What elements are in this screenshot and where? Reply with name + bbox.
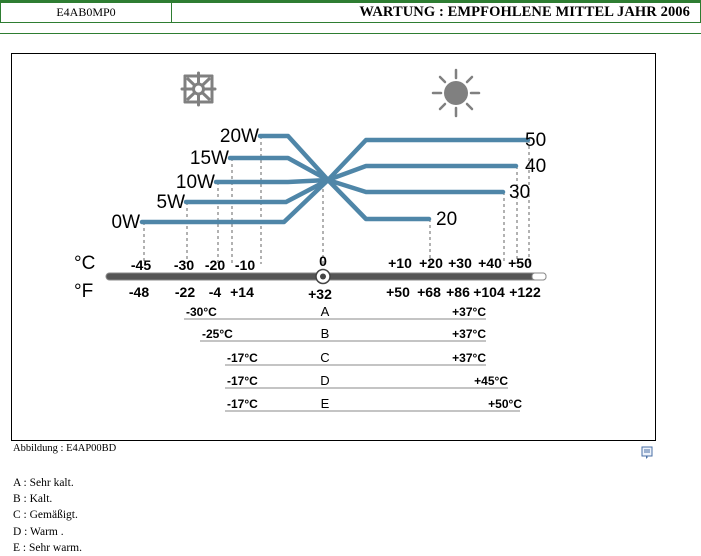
grade-10w: 10W <box>176 172 215 193</box>
climate-a-max: +37°C <box>452 305 486 319</box>
climate-b-letter: B <box>321 326 330 341</box>
celsius-tick: +50 <box>508 255 532 271</box>
celsius-tick: -10 <box>235 257 255 273</box>
fahrenheit-tick: +50 <box>386 284 410 300</box>
grade-30: 30 <box>509 182 530 203</box>
grade-50: 50 <box>525 130 546 151</box>
fahrenheit-tick: -4 <box>209 284 222 300</box>
grade-40: 40 <box>525 156 546 177</box>
fahrenheit-unit: °F <box>74 281 93 302</box>
climate-b-max: +37°C <box>452 327 486 341</box>
fahrenheit-tick: +86 <box>446 284 470 300</box>
climate-e-letter: E <box>321 396 330 411</box>
legend-item: B : Kalt. <box>13 493 53 506</box>
legend-item: A : Sehr kalt. <box>13 477 74 489</box>
grade-5w: 5W <box>157 192 186 213</box>
climate-d-min: -17°C <box>227 374 258 388</box>
grade-20: 20 <box>436 209 457 230</box>
print-icon[interactable] <box>640 446 654 460</box>
celsius-tick: -45 <box>131 257 151 273</box>
fahrenheit-tick: +68 <box>417 284 441 300</box>
legend-item: D : Warm . <box>13 525 64 538</box>
celsius-tick: +20 <box>419 255 443 271</box>
fahrenheit-tick: -48 <box>129 284 149 300</box>
celsius-tick: +40 <box>478 255 502 271</box>
grade-20w: 20W <box>220 126 259 147</box>
climate-b-min: -25°C <box>202 327 233 341</box>
climate-e-max: +50°C <box>488 397 522 411</box>
header-table: E4AB0MP0 WARTUNG : EMPFOHLENE MITTEL JAH… <box>0 2 701 23</box>
climate-range-lines <box>184 318 520 412</box>
fahrenheit-tick: +104 <box>473 284 505 300</box>
climate-a-letter: A <box>321 304 330 319</box>
celsius-tick: 0 <box>319 253 327 269</box>
page-title: WARTUNG : EMPFOHLENE MITTEL JAHR 2006 <box>171 2 701 23</box>
celsius-tick: -30 <box>174 257 194 273</box>
fahrenheit-tick: +32 <box>308 286 332 302</box>
document-code: E4AB0MP0 <box>0 2 172 23</box>
sun-icon <box>431 68 481 118</box>
grade-15w: 15W <box>190 148 229 169</box>
climate-d-letter: D <box>320 373 329 388</box>
legend-item: C : Gemäßigt. <box>13 509 78 522</box>
fahrenheit-tick: +122 <box>509 284 541 300</box>
dashed-guides <box>143 136 530 264</box>
climate-a-min: -30°C <box>186 305 217 319</box>
climate-c-max: +37°C <box>452 351 486 365</box>
celsius-unit: °C <box>74 253 95 274</box>
fahrenheit-tick: +14 <box>230 284 254 300</box>
top-divider <box>0 0 701 2</box>
climate-e-min: -17°C <box>227 397 258 411</box>
celsius-tick: +10 <box>388 255 412 271</box>
header-divider <box>0 33 701 34</box>
grade-0w: 0W <box>112 212 141 233</box>
viscosity-diagram: 0W 5W 10W 15W 20W 50 40 30 20 °C °F -45 … <box>74 68 547 412</box>
climate-c-min: -17°C <box>227 351 258 365</box>
viscosity-lines <box>139 133 531 225</box>
climate-d-max: +45°C <box>474 374 508 388</box>
celsius-tick: +30 <box>448 255 472 271</box>
climate-legend: A : Sehr kalt. B : Kalt. C : Gemäßigt. D… <box>13 475 82 556</box>
legend-item: E : Sehr warm. <box>13 541 82 554</box>
viscosity-figure: 0W 5W 10W 15W 20W 50 40 30 20 °C °F -45 … <box>11 53 656 441</box>
climate-c-letter: C <box>320 350 329 365</box>
figure-caption: Abbildung : E4AP00BD <box>13 443 117 454</box>
fahrenheit-tick: -22 <box>175 284 195 300</box>
temperature-scale <box>105 268 547 285</box>
celsius-tick: -20 <box>205 257 225 273</box>
snowflake-icon <box>180 71 217 107</box>
